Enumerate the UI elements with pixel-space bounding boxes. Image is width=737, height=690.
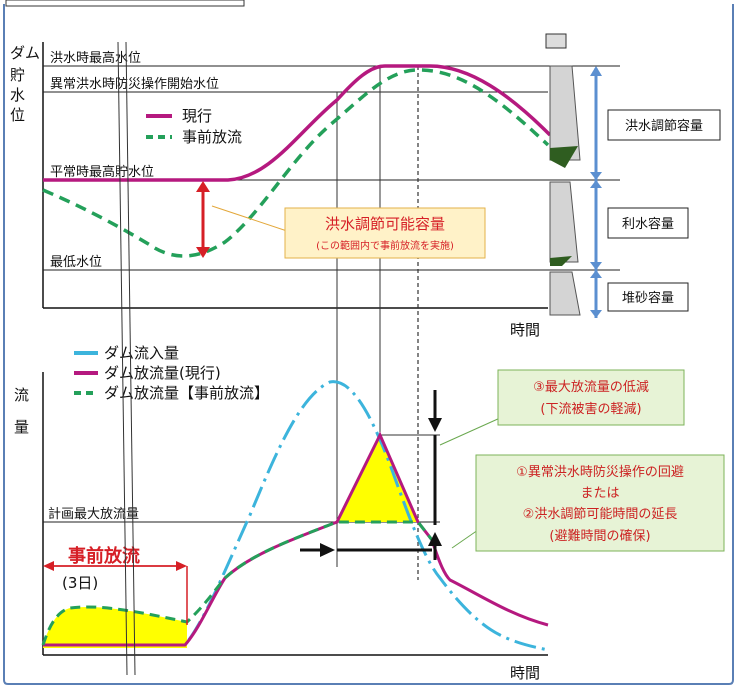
callout-capacity-title: 洪水調節可能容量 <box>325 215 445 233</box>
callout-pointer <box>211 205 291 233</box>
top-xlabel: 時間 <box>510 321 540 339</box>
box12-line3: ②洪水調節可能時間の延長 <box>523 507 678 522</box>
box3-line2: (下流被害の軽減) <box>540 401 641 417</box>
box12-pointer <box>451 529 479 549</box>
box3-pointer <box>439 417 501 446</box>
curve-pre-release <box>41 520 434 646</box>
dam-body-upper <box>549 65 581 161</box>
pre-span-head-right <box>176 561 187 571</box>
dam-body-lower <box>549 271 581 316</box>
dam-body-middle <box>549 181 579 263</box>
bracket-head-1 <box>590 66 602 76</box>
label-min: 最低水位 <box>50 255 102 270</box>
bottom-xlabel: 時間 <box>510 664 540 682</box>
peak-arrow-up-head <box>428 532 442 546</box>
curve-current-level <box>43 64 552 182</box>
label-flood-max: 洪水時最高水位 <box>50 50 141 66</box>
bottom-chart: 流 量 ダム流入量 ダム放流量(現行) ダム放流量【事前放流】 計画最大放流量 … <box>14 344 725 682</box>
capacity-sediment-label: 堆砂容量 <box>622 290 674 306</box>
callout-capacity-sub: (この範囲内で事前放流を実施) <box>316 239 454 252</box>
bracket-head-2 <box>590 172 602 180</box>
fill-peak-reduction <box>337 435 418 522</box>
legend-current-release-label: ダム放流量(現行) <box>104 364 221 382</box>
bottom-ylabel-2: 量 <box>14 418 29 436</box>
top-chart: ダム 貯 水 位 洪水時最高水位 異常洪水時防災操作開始水位 平常時最高貯水位 … <box>10 33 721 580</box>
top-ylabel-3: 水 <box>10 86 25 104</box>
bottom-ylabel-1: 流 <box>14 386 29 404</box>
dam-crest <box>545 33 567 49</box>
box3-line1: ③最大放流量の低減 <box>533 379 649 395</box>
box12-line4: (避難時間の確保) <box>549 528 650 544</box>
curve-current-release <box>43 431 549 647</box>
box12-line1: ①異常洪水時防災操作の回避 <box>516 464 684 480</box>
bracket-head-3 <box>590 180 602 188</box>
top-ylabel-2: 貯 <box>10 66 25 84</box>
capacity-box-water <box>607 207 689 239</box>
legend-inflow-label: ダム流入量 <box>104 344 179 362</box>
top-ylabel-1: ダム <box>10 44 40 62</box>
capacity-flood-label: 洪水調節容量 <box>625 118 703 134</box>
curve-inflow <box>43 380 549 652</box>
peak-arrow-down-head <box>428 418 442 432</box>
callout-capacity-box <box>284 207 486 259</box>
legend-current-label: 現行 <box>182 107 212 125</box>
top-ylabel-4: 位 <box>10 106 25 124</box>
bracket-head-5 <box>590 270 602 278</box>
cropped-title-box <box>5 0 245 7</box>
label-plan-max: 計画最大放流量 <box>48 506 139 522</box>
bracket-head-4 <box>590 262 602 270</box>
red-range-head-top <box>196 181 210 192</box>
break-line-left <box>117 41 128 676</box>
legend-pre-label: 事前放流 <box>182 128 242 146</box>
pre-release-days: (3日) <box>62 574 98 592</box>
capacity-box-sediment <box>607 282 689 312</box>
red-range-head-bottom <box>196 247 210 258</box>
curve-pre-level <box>42 68 550 258</box>
bracket-head-6 <box>590 310 602 318</box>
break-line-right <box>125 41 136 676</box>
time-arrow-right-head <box>320 543 335 557</box>
label-normal-max: 平常時最高貯水位 <box>50 164 154 180</box>
label-abnormal-start: 異常洪水時防災操作開始水位 <box>50 76 219 92</box>
box3-callout <box>497 369 685 426</box>
dam-gate-upper <box>550 146 578 168</box>
pre-span-head-left <box>43 561 54 571</box>
pre-release-title: 事前放流 <box>68 545 140 567</box>
box12-callout <box>475 454 725 552</box>
fill-pre-release <box>43 606 187 648</box>
capacity-box-flood <box>607 109 721 141</box>
legend-pre-release-label: ダム放流量【事前放流】 <box>104 384 269 402</box>
outer-frame <box>3 4 734 685</box>
box12-line2: または <box>580 486 619 501</box>
dam-gate-middle <box>550 256 572 266</box>
capacity-water-label: 利水容量 <box>622 216 674 232</box>
